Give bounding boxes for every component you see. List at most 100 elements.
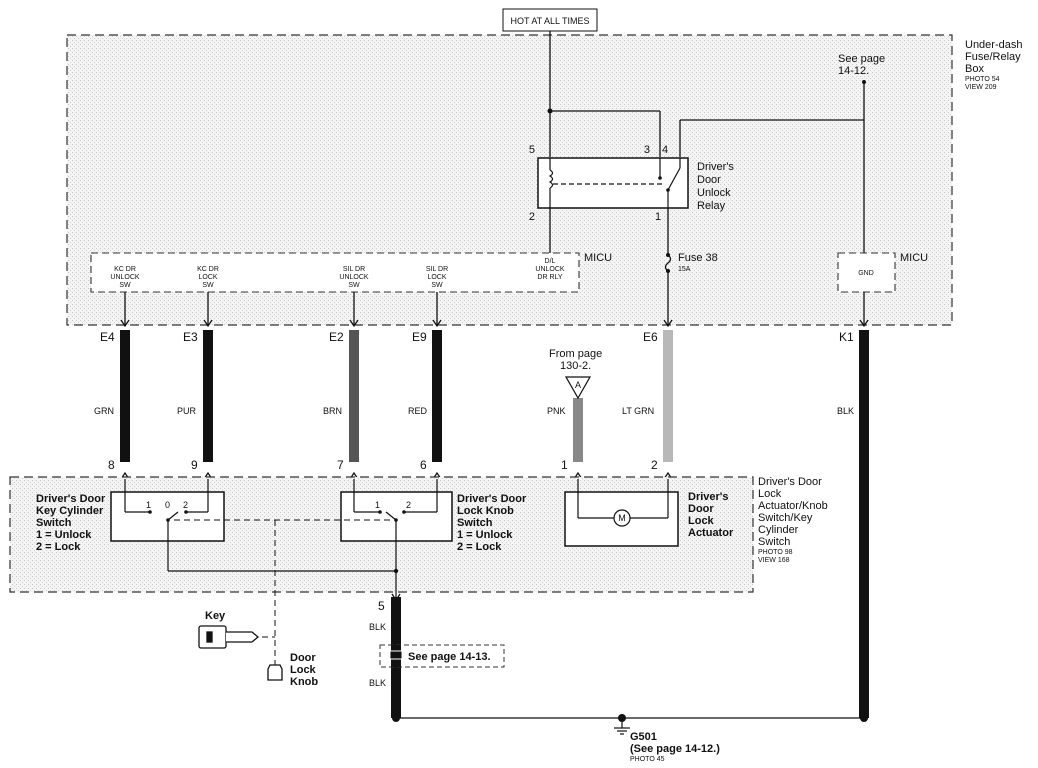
ground-name: G501 (630, 731, 657, 743)
knob-label-4: 1 = Unlock (457, 529, 513, 541)
key-label: Key (205, 610, 226, 622)
assembly-label-1: Driver's Door (758, 476, 822, 488)
pin-9: 9 (191, 458, 198, 472)
mechanical-link (174, 519, 394, 665)
svg-text:KC DR: KC DR (197, 266, 219, 273)
fuse-38-name: Fuse 38 (678, 252, 718, 264)
knob-icon-label-1: Door (290, 652, 316, 664)
micu-right-label: MICU (900, 252, 928, 264)
assembly-label-6: Switch (758, 536, 790, 548)
micu-input-dl-unlock-relay: D/L UNLOCK DR RLY (535, 258, 565, 281)
wire-brn-label: BRN (323, 406, 342, 416)
key-cylinder-switch-contacts (124, 479, 209, 571)
wire-blk-lower-label-2: BLK (369, 678, 386, 688)
ground-photo: PHOTO 45 (630, 756, 665, 763)
assembly-photo: PHOTO 98 (758, 549, 793, 556)
assembly-label-4: Switch/Key (758, 512, 813, 524)
wire-blk-k1 (859, 330, 869, 718)
relay-name-4: Relay (697, 200, 726, 212)
micu-input-sil-lock: SIL DR LOCK SW (426, 266, 448, 289)
lock-knob-switch-contacts (353, 479, 438, 600)
actuator-label-4: Actuator (688, 527, 734, 539)
pin-5: 5 (378, 599, 385, 613)
micu-input-kc-lock: KC DR LOCK SW (197, 266, 219, 289)
relay-pin-2: 2 (529, 211, 535, 223)
wire-lt-grn (663, 330, 673, 462)
connector-e6: E6 (643, 330, 658, 344)
door-lock-knob-icon (267, 664, 283, 681)
micu-left-label: MICU (584, 252, 612, 264)
driver-door-unlock-relay (537, 157, 689, 209)
fuse-38-rating: 15A (678, 266, 691, 273)
micu-gnd-label: GND (858, 270, 874, 277)
actuator-label-3: Lock (688, 515, 715, 527)
knob-label-1: Driver's Door (457, 493, 527, 505)
assembly-label-3: Actuator/Knob (758, 500, 828, 512)
pin-1: 1 (561, 458, 568, 472)
key-cyl-contact-2: 2 (183, 500, 188, 510)
ground-node-right (860, 714, 868, 722)
svg-text:SIL DR: SIL DR (426, 266, 448, 273)
wire-pnk-label: PNK (547, 406, 566, 416)
ground-node-left (392, 714, 400, 722)
assembly-label-5: Cylinder (758, 524, 799, 536)
micu-input-kc-unlock: KC DR UNLOCK SW (110, 266, 140, 289)
splice-box (379, 644, 505, 668)
knob-contact-2: 2 (406, 500, 411, 510)
svg-text:UNLOCK: UNLOCK (110, 274, 140, 281)
relay-name-2: Door (697, 174, 721, 186)
relay-pin-3: 3 (644, 144, 650, 156)
key-cyl-label-3: Switch (36, 517, 72, 529)
relay-coil (548, 158, 681, 208)
see-page-label-1: See page (838, 53, 885, 65)
wire-grn (120, 330, 130, 462)
actuator-motor-wiring (577, 479, 669, 519)
wire-lt-grn-label: LT GRN (622, 406, 654, 416)
splice-label: See page 14-13. (408, 651, 491, 663)
wire-grn-label: GRN (94, 406, 114, 416)
hot-at-all-times-label: HOT AT ALL TIMES (510, 16, 589, 26)
junction-dot (862, 80, 866, 84)
connector-e4: E4 (100, 330, 115, 344)
svg-text:UNLOCK: UNLOCK (339, 274, 369, 281)
wire-red-label: RED (408, 406, 428, 416)
knob-label-3: Switch (457, 517, 493, 529)
knob-label-2: Lock Knob (457, 505, 514, 517)
svg-text:SW: SW (431, 282, 443, 289)
svg-text:D/L: D/L (545, 258, 556, 265)
fuse-box-title-3: Box (965, 63, 984, 75)
key-cyl-label-5: 2 = Lock (36, 541, 81, 553)
from-page-marker (564, 376, 592, 400)
wire-blk-lower-label-1: BLK (369, 622, 386, 632)
svg-text:SW: SW (202, 282, 214, 289)
from-page-marker-letter: A (575, 380, 581, 390)
assembly-view: VIEW 168 (758, 557, 790, 564)
junction-dot (547, 108, 553, 114)
key-cyl-label-4: 1 = Unlock (36, 529, 92, 541)
motor-icon (613, 509, 631, 527)
svg-text:LOCK: LOCK (198, 274, 217, 281)
actuator-label-2: Door (688, 503, 714, 515)
ground-symbol-icon (614, 722, 630, 735)
svg-text:SW: SW (348, 282, 360, 289)
ground-see-page: (See page 14-12.) (630, 743, 720, 755)
pin-6: 6 (420, 458, 427, 472)
key-cyl-label-2: Key Cylinder (36, 505, 104, 517)
relay-feed-wires (549, 31, 865, 255)
motor-label: M (618, 513, 626, 523)
fuse-box-title-2: Fuse/Relay (965, 51, 1021, 63)
connector-e3: E3 (183, 330, 198, 344)
knob-icon-label-3: Knob (290, 676, 318, 688)
knob-icon-label-2: Lock (290, 664, 317, 676)
wire-blk-label: BLK (837, 406, 854, 416)
micu-to-connector-wires (124, 292, 438, 325)
knob-label-5: 2 = Lock (457, 541, 502, 553)
pin-2: 2 (651, 458, 658, 472)
assembly-label-2: Lock (758, 488, 782, 500)
fuse-box-photo: PHOTO 54 (965, 76, 1000, 83)
relay-pin-5: 5 (529, 144, 535, 156)
actuator-label-1: Driver's (688, 491, 729, 503)
fuse-38-symbol (664, 254, 672, 325)
svg-text:LOCK: LOCK (427, 274, 446, 281)
